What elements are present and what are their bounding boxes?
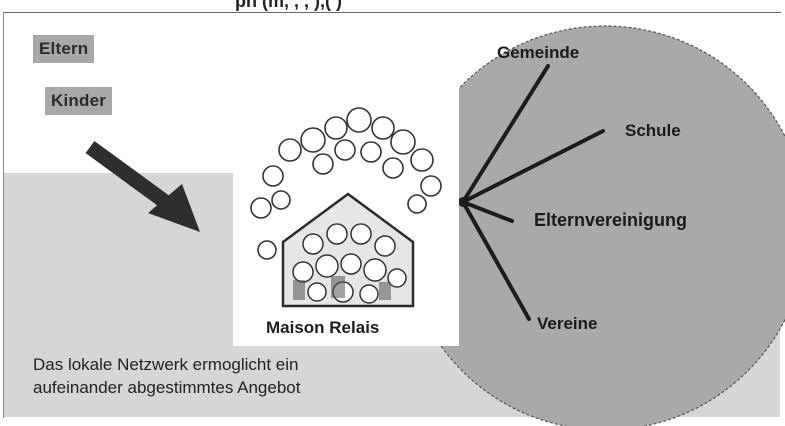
maison-relais-panel [233, 84, 459, 346]
label-vereine: Vereine [537, 314, 598, 334]
arrow-icon [90, 147, 200, 232]
footnote-line-2: aufeinander abgestimmtes Angebot [33, 376, 393, 399]
maison-relais-label: Maison Relais [262, 318, 383, 338]
footnote-line-1: Das lokale Netzwerk ermoglicht ein [33, 353, 393, 376]
label-kinder: Kinder [45, 87, 112, 115]
label-eltern: Eltern [33, 35, 94, 63]
children-house-illustration [233, 84, 459, 346]
label-schule: Schule [625, 121, 681, 141]
label-elternvereinigung: Elternvereinigung [534, 210, 687, 231]
label-gemeinde: Gemeinde [497, 43, 579, 63]
footnote-text: Das lokale Netzwerk ermoglicht ein aufei… [33, 353, 393, 399]
